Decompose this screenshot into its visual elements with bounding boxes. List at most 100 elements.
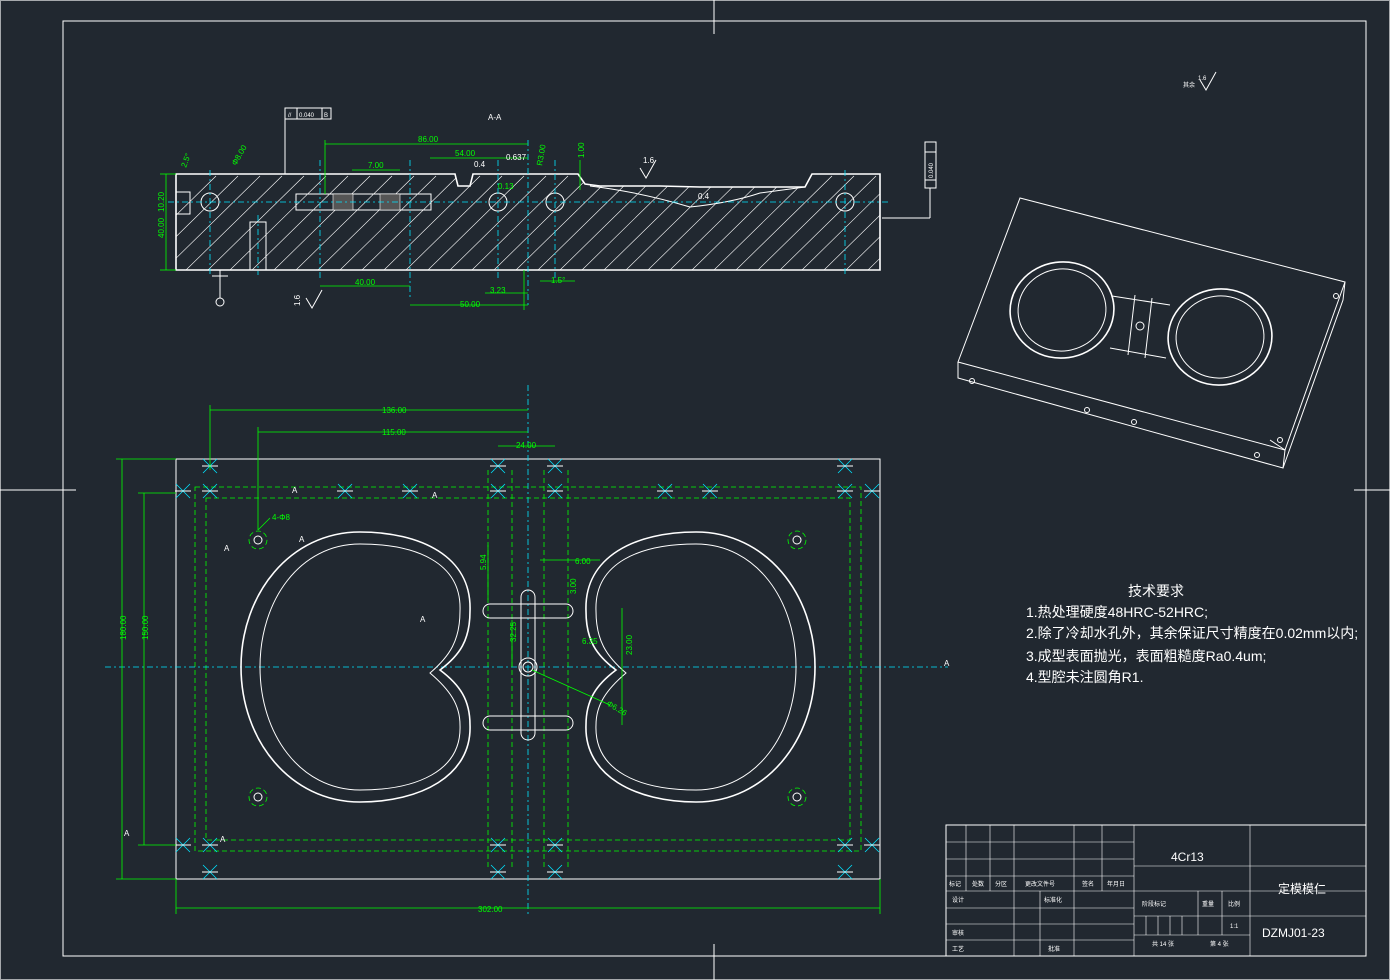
rough-other-label: 其余	[1183, 81, 1195, 89]
sec-mark: A	[224, 544, 230, 553]
pin-marker	[402, 483, 418, 499]
dim-115: 115.00	[382, 428, 406, 437]
cavity-right-inner	[595, 543, 797, 791]
weight-label: 重量	[1202, 900, 1214, 908]
dim-24: 24.00	[516, 441, 537, 450]
dim-40v: 40.00	[157, 217, 166, 238]
sec-mark: A	[944, 659, 950, 668]
row-label: 签名	[1082, 880, 1094, 888]
dim-302: 302.00	[478, 905, 503, 914]
technical-notes: 技术要求 1.热处理硬度48HRC-52HRC; 2.除了冷却水孔外，其余保证尺…	[1026, 583, 1358, 685]
sec-mark: A	[420, 615, 426, 624]
row-label: 更改文件号	[1025, 880, 1055, 888]
pin-marker	[547, 864, 563, 880]
dim-angle: 2.5°	[179, 152, 192, 169]
drawing-no: DZMJ01-23	[1262, 926, 1325, 940]
pin-marker	[547, 483, 563, 499]
pin-marker	[547, 458, 563, 474]
section-view: A-A	[157, 107, 937, 310]
sec-mark: A	[220, 835, 226, 844]
scale-value: 1:1	[1230, 924, 1239, 930]
approve-label: 批准	[1048, 945, 1060, 953]
pin-marker	[202, 864, 218, 880]
pin-marker	[490, 458, 506, 474]
dim-150: 150.00	[141, 615, 150, 640]
svg-text://: //	[288, 113, 292, 119]
pin-marker	[547, 837, 563, 853]
pin-marker	[175, 483, 191, 499]
plan-view: 136.00 115.00 24.00 180.00 150.00 302.00…	[105, 385, 950, 915]
pin-marker	[837, 837, 853, 853]
sec-mark: A	[124, 829, 130, 838]
material: 4Cr13	[1171, 850, 1204, 864]
pin-marker	[864, 483, 880, 499]
pin-marker	[864, 837, 880, 853]
pin-marker	[702, 483, 718, 499]
process-label: 工艺	[952, 945, 964, 953]
dim-2300: 23.00	[625, 634, 634, 655]
pin-marker	[337, 483, 353, 499]
pin-marker	[490, 483, 506, 499]
row-label: 处数	[972, 880, 984, 888]
dim-0637: 0.637	[506, 153, 527, 162]
note-4: 4.型腔未注圆角R1.	[1026, 669, 1143, 685]
tol-top-value: 0.040	[299, 113, 315, 119]
stage-label: 阶段标记	[1142, 900, 1166, 908]
dim-86: 86.00	[418, 135, 439, 144]
sec-mark: A	[299, 535, 305, 544]
pin-marker	[657, 483, 673, 499]
cavity-left-outer	[240, 531, 471, 803]
cavity-right-outer	[585, 531, 816, 803]
dim-180: 180.00	[119, 615, 128, 640]
title-block: 4Cr13 定模模仁 DZMJ01-23 标记 处数 分区 更改文件号 签名 年…	[945, 824, 1367, 957]
pin-marker	[837, 458, 853, 474]
notes-title: 技术要求	[1128, 583, 1184, 599]
rough-top: 1.6	[643, 156, 655, 165]
note-3: 3.成型表面抛光，表面粗糙度Ra0.4um;	[1026, 648, 1266, 664]
std-label: 标准化	[1044, 896, 1062, 904]
row-label: 标记	[949, 880, 961, 888]
dim-594: 5.94	[479, 554, 488, 570]
section-label: A-A	[488, 113, 502, 122]
dim-600: 6.00	[575, 557, 591, 566]
part-name: 定模模仁	[1278, 881, 1326, 896]
dim-04b: 0.4	[698, 192, 710, 201]
pin-marker	[202, 837, 218, 853]
rough-bottom: 1.6	[293, 294, 302, 306]
pin-marker	[837, 483, 853, 499]
tolerance-frame-top: // 0.040 B	[284, 107, 332, 174]
screw-holes	[248, 530, 807, 807]
dim-100: 1.00	[577, 142, 586, 158]
dim-1020: 10.20	[157, 191, 166, 212]
dim-013: 0.13	[498, 182, 514, 191]
scale-label: 比例	[1228, 900, 1240, 908]
dim-50: 50.00	[460, 300, 481, 309]
corner-roughness: 其余 1.6	[1183, 71, 1217, 91]
pin-marker	[202, 483, 218, 499]
dim-hole: 4-Φ8	[272, 513, 290, 522]
dim-40: 40.00	[355, 278, 376, 287]
dim-300: 3.00	[569, 578, 578, 594]
tolerance-frame-right: 0.040	[882, 141, 937, 219]
tol-right-value: 0.040	[929, 162, 935, 178]
dim-dia626: Φ6.26	[605, 699, 629, 718]
dim-r300: R3.00	[535, 143, 548, 166]
rough-other-value: 1.6	[1198, 76, 1207, 82]
note-1: 1.热处理硬度48HRC-52HRC;	[1026, 604, 1208, 620]
tol-top-datum: B	[324, 113, 328, 119]
dim-dia: Φ8.00	[230, 143, 249, 167]
sheet-number: 第 4 张	[1210, 940, 1229, 948]
dim-04a: 0.4	[474, 160, 486, 169]
dim-3225: 32.25	[509, 621, 518, 642]
dim-323: 3.23	[490, 286, 506, 295]
pin-marker	[490, 864, 506, 880]
reviewer-label: 审核	[952, 929, 964, 937]
dim-15deg: 1.5°	[551, 276, 565, 285]
sec-mark: A	[432, 491, 438, 500]
row-label: 年月日	[1107, 880, 1125, 888]
row-label: 分区	[995, 880, 1007, 888]
designer-label: 设计	[952, 896, 964, 904]
pin-marker	[175, 837, 191, 853]
